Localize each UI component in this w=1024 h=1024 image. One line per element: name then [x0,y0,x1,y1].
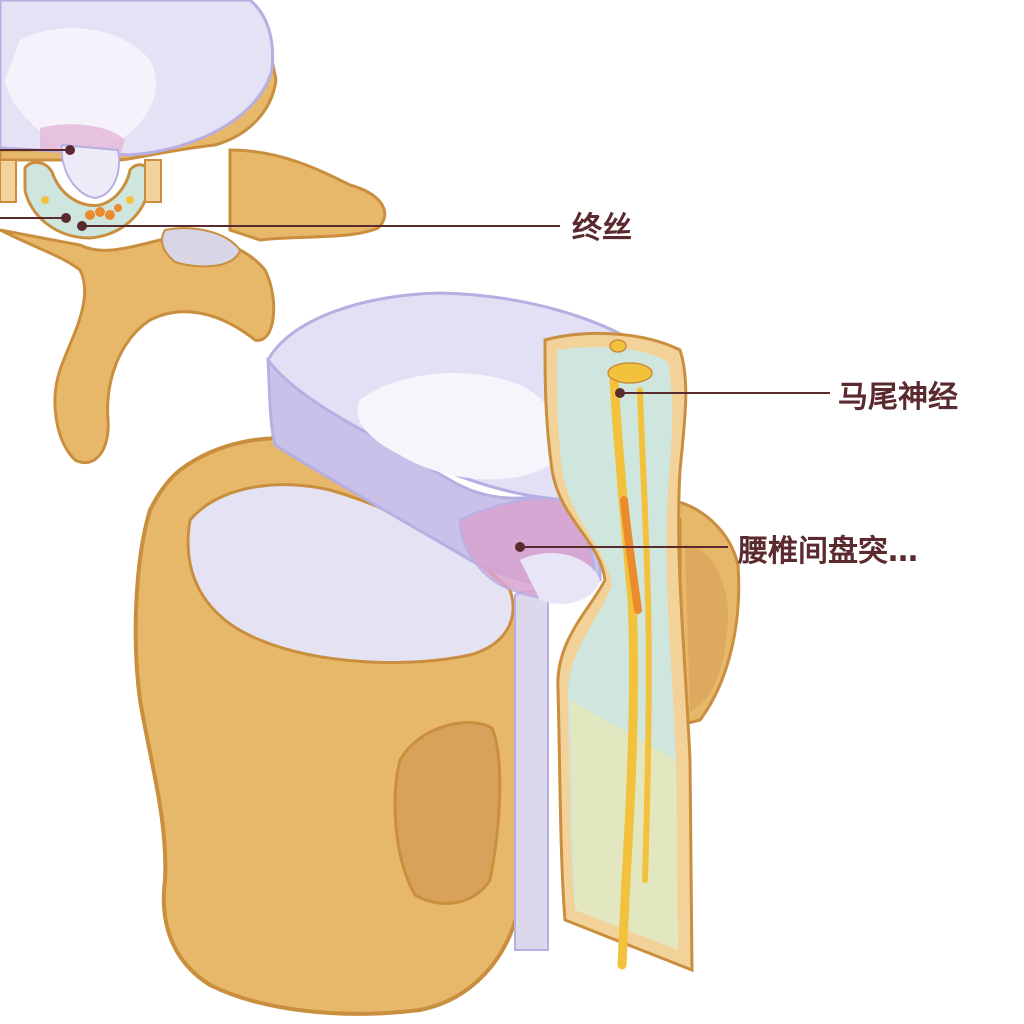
cancellous-bone-window [393,721,502,905]
leader-dot [61,213,71,223]
leader-lines [0,145,830,552]
nerve-cluster [609,339,627,353]
lower-vertebra [133,436,741,1016]
canal-lower-tint [570,700,678,950]
nerve-root-dot [85,210,95,220]
label-disc-herniation: 腰椎间盘突… [738,534,918,569]
posterior-lamina-cancellous [685,545,728,712]
upper-disc-nucleus [5,28,156,150]
cauda-equina-nerve [609,375,639,970]
filum-terminale-nerve [620,496,642,614]
upper-herniation [60,143,121,200]
upper-spinous-process [0,228,276,464]
label-filum-terminale: 终丝 [572,211,632,246]
leader-dot [65,145,75,155]
upper-transverse-process [228,148,387,242]
nerve-root-dot [126,196,134,204]
nerve-cluster [607,362,653,384]
cauda-equina-nerve [637,387,652,883]
label-cauda-equina: 马尾神经 [838,380,958,415]
upper-pedicle [144,159,162,203]
vertebral-endplate [186,483,515,665]
leader-dot [77,221,87,231]
nerve-root-dot [114,204,122,212]
pedicle [514,590,549,951]
disc-bulge [520,552,600,604]
leader-dot [615,388,625,398]
spinal-canal-cutaway [543,331,694,973]
nerve-root-dot [95,207,105,217]
upper-vertebra [0,0,387,464]
upper-facet [161,227,242,268]
nerve-root-dot [105,210,115,220]
disc-nucleus [357,373,560,480]
upper-spinal-canal [23,161,152,240]
nerve-root-dot [41,196,49,204]
upper-pedicle [0,159,17,203]
leader-dot [515,542,525,552]
